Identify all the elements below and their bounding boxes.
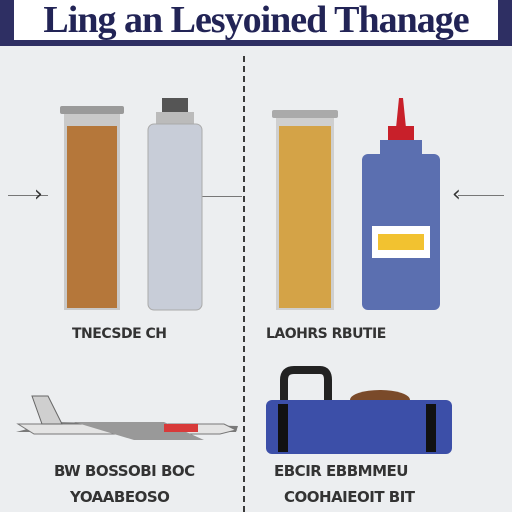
suitcase-clasp-left: [278, 404, 288, 452]
amber-jar-liquid: [67, 126, 117, 308]
suitcase-clasp-right: [426, 404, 436, 452]
right-arrow-icon: ›: [34, 182, 43, 207]
right-containers: [272, 98, 440, 310]
center-connector: [200, 196, 242, 197]
center-divider: [243, 56, 245, 512]
blue-neck: [380, 140, 422, 154]
caption-top-left: TNECSDE CH: [72, 326, 167, 342]
left-arrow-line: [8, 195, 48, 196]
red-nozzle: [396, 98, 406, 128]
caption-top-right: LAOHRS RBUTIE: [266, 326, 386, 342]
suitcase: [266, 366, 452, 454]
caption-bottom-right-1: EBCIR EBBMMEU: [274, 462, 408, 480]
bottle-label-band: [378, 234, 424, 250]
left-containers: [60, 98, 203, 311]
bottle-neck: [156, 112, 194, 124]
header-panel: [14, 0, 498, 40]
suitcase-body: [266, 400, 452, 454]
gold-jar-liquid: [279, 126, 331, 308]
caption-bottom-left-2: YOAABEOSO: [70, 488, 170, 506]
left-arrow-icon: ‹: [452, 182, 461, 207]
amber-jar-lid: [60, 106, 124, 114]
suitcase-handle: [280, 366, 332, 402]
gold-jar-lid: [272, 110, 338, 118]
clear-bottle: [147, 123, 203, 311]
red-cap: [388, 126, 414, 140]
airplane-stripe: [164, 424, 198, 432]
caption-bottom-left-1: BW BOSSOBI BOC: [54, 462, 195, 480]
caption-bottom-right-2: COOHAIEOIT BIT: [284, 488, 415, 506]
right-arrow-line: [458, 195, 504, 196]
bottle-cap: [162, 98, 188, 112]
header-banner: Ling an Lesyoined Thanage: [0, 0, 512, 46]
page-title: Ling an Lesyoined Thanage: [43, 0, 469, 41]
airplane: [16, 395, 238, 440]
airplane-tail: [31, 395, 63, 425]
